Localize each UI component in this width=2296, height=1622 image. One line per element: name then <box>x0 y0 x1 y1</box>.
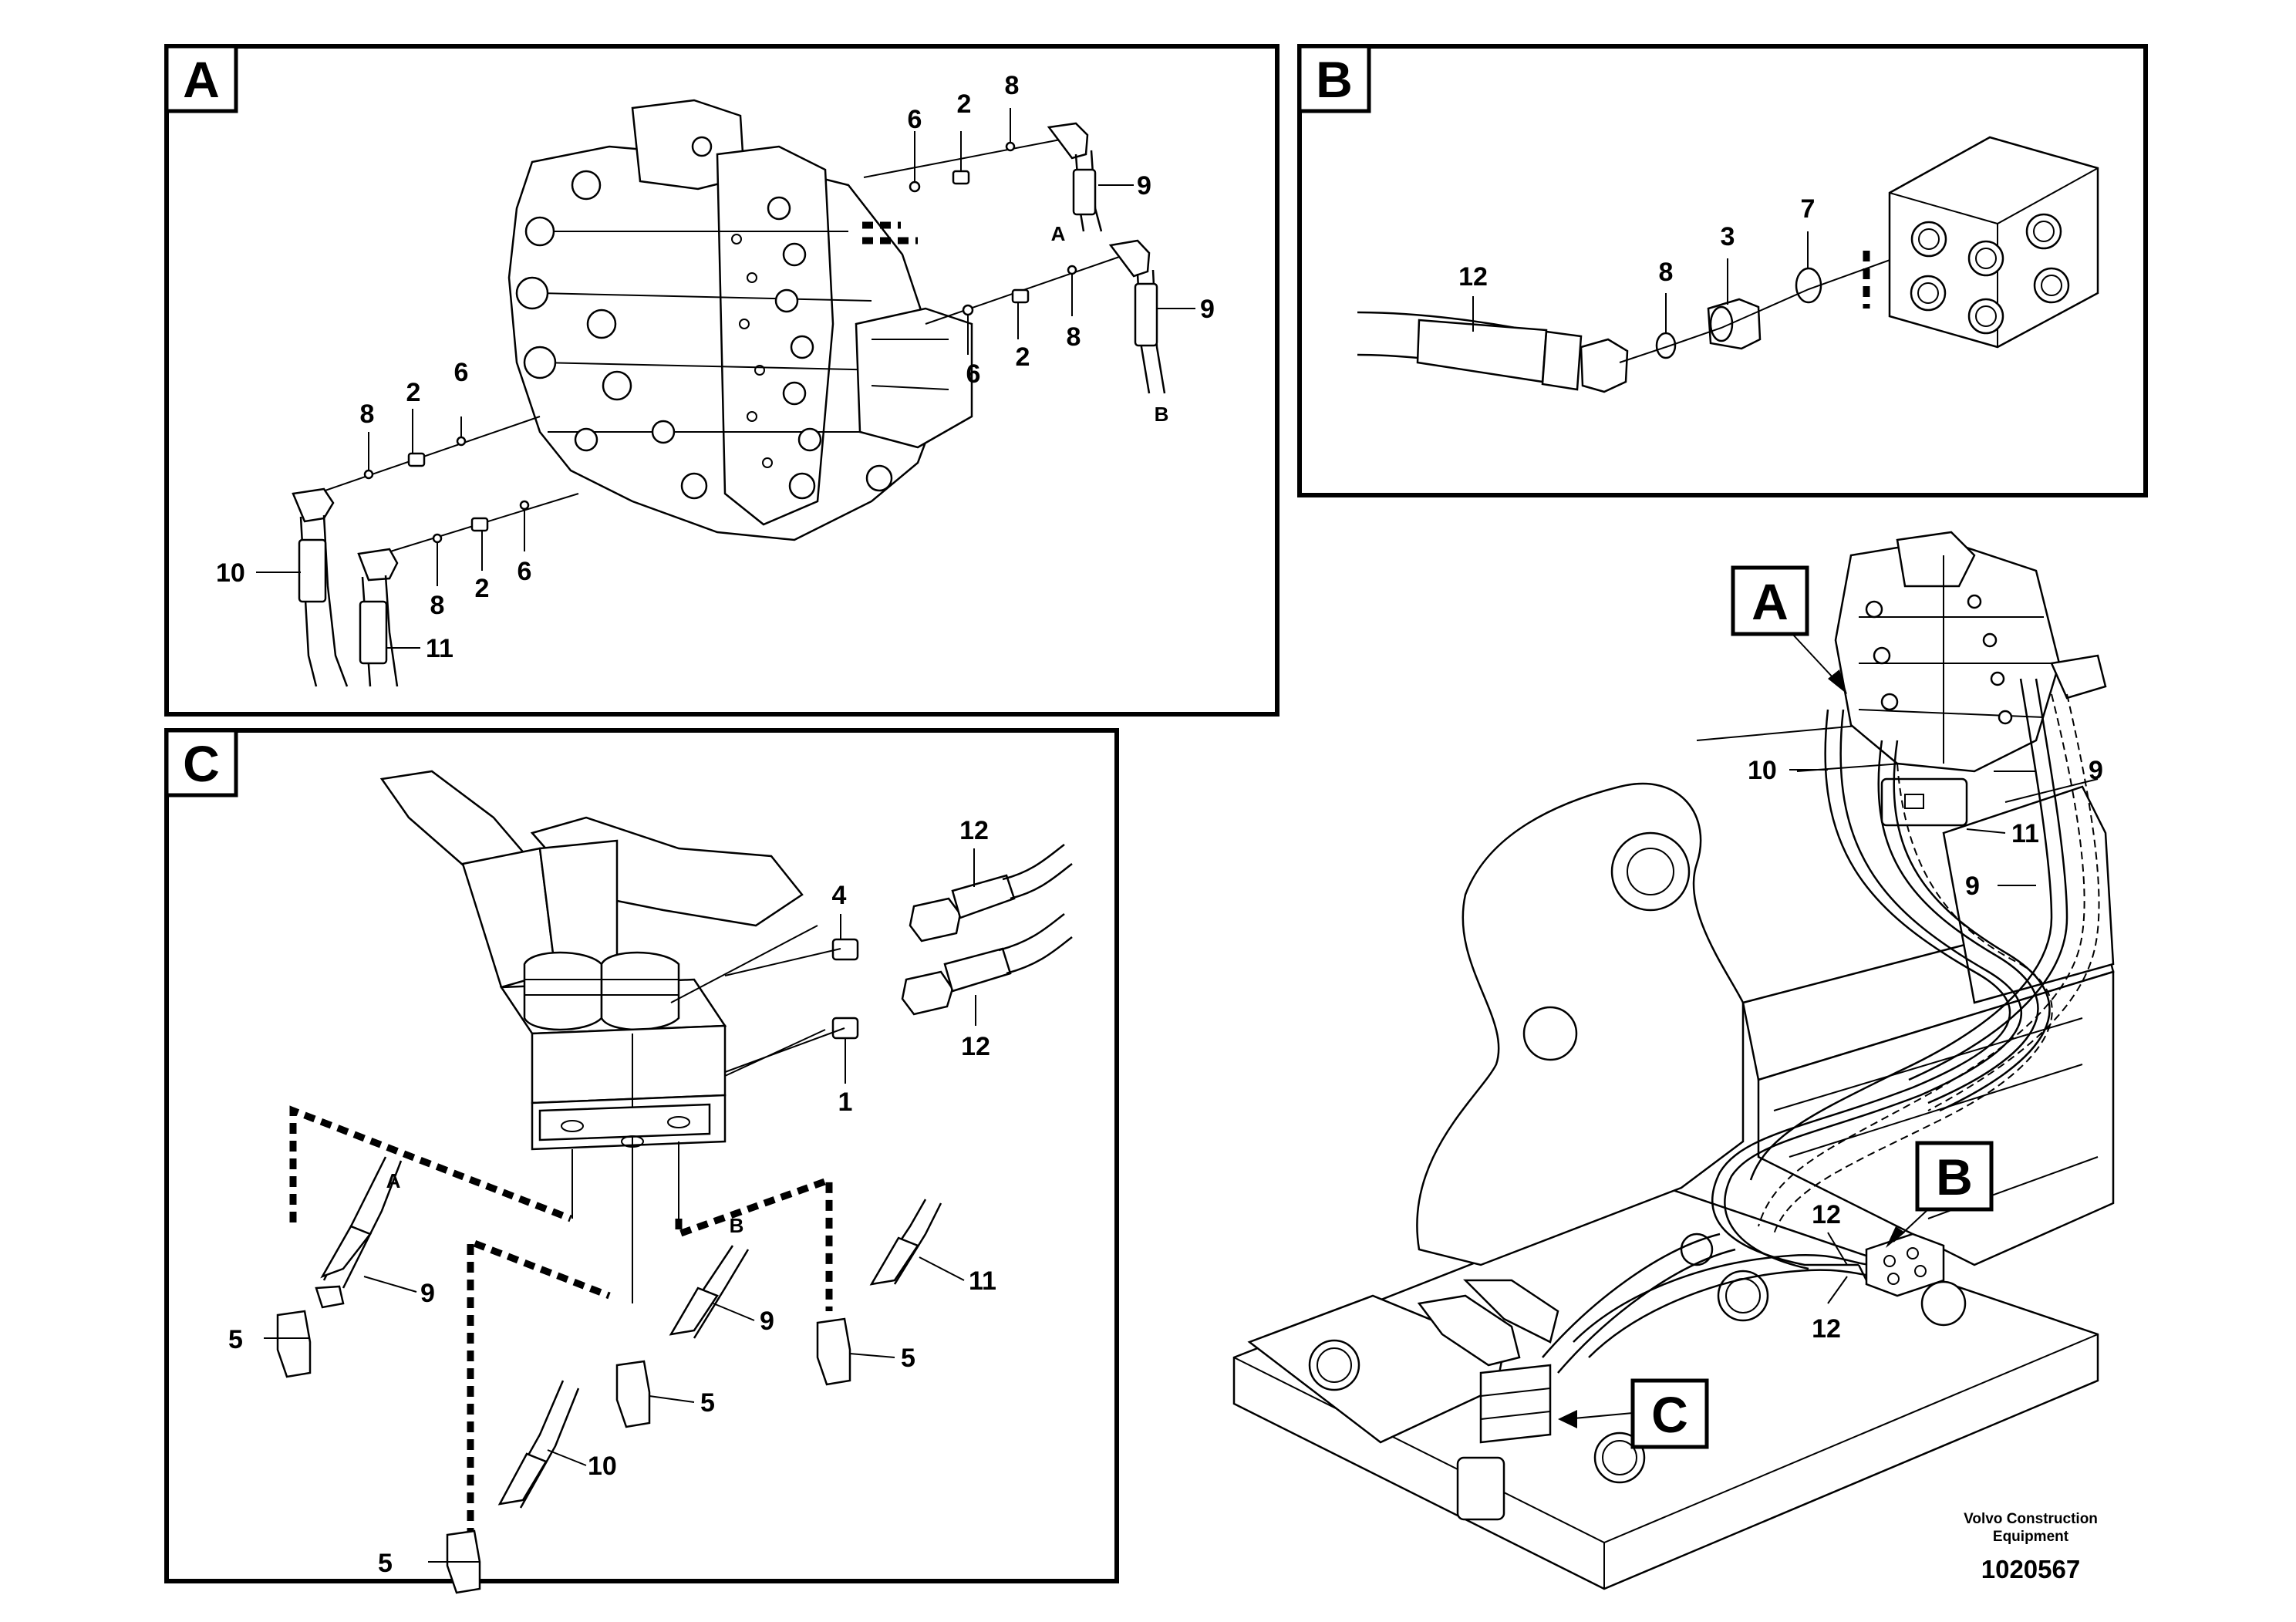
label-5: 5 <box>378 1549 393 1578</box>
overview-tag-b-box <box>1915 1141 1994 1212</box>
label-8: 8 <box>1005 71 1020 100</box>
label-7: 7 <box>1801 194 1816 224</box>
label-10: 10 <box>216 558 245 588</box>
control-valve-drawing <box>507 99 973 541</box>
panel-b: B 12 8 3 7 <box>1297 44 2148 497</box>
label-12: 12 <box>1812 1200 1841 1229</box>
label-8: 8 <box>430 591 445 620</box>
port-lines <box>571 1141 679 1303</box>
fitting-5-b <box>615 1245 750 1428</box>
panel-a-tag-box <box>164 44 238 113</box>
adapter-3 <box>1707 298 1762 350</box>
label-8: 8 <box>360 400 375 429</box>
label-6: 6 <box>966 359 981 389</box>
label-9: 9 <box>1137 171 1151 201</box>
label-6: 6 <box>454 358 469 387</box>
hose-12-upper <box>670 844 1073 1003</box>
dashed-route-b <box>675 1175 833 1311</box>
label-8: 8 <box>1659 258 1674 287</box>
label-9: 9 <box>2089 756 2103 785</box>
overview-control-valve <box>1834 531 2107 827</box>
hose-assembly-mid-right <box>925 239 1166 394</box>
overview-pedal-valve <box>1417 1279 1559 1444</box>
label-12: 12 <box>961 1032 990 1061</box>
label-1: 1 <box>838 1088 853 1117</box>
hose-12-drawing <box>1357 311 1629 393</box>
assembly-axis <box>1619 254 1906 363</box>
label-2: 2 <box>1016 342 1030 372</box>
hose-assembly-upper <box>863 122 1103 232</box>
panel-a-tag: A <box>183 51 220 108</box>
label-9: 9 <box>420 1279 435 1308</box>
label-2: 2 <box>406 378 421 407</box>
overview-tag-a-box <box>1731 565 1809 636</box>
hose-assembly-left-10 <box>292 416 541 687</box>
dashed-route-a <box>289 1105 572 1222</box>
label-9: 9 <box>1965 872 1980 901</box>
panel-c-frame <box>164 728 1119 1583</box>
fitting-5-c <box>816 1199 942 1386</box>
arrow-head <box>1886 1226 1905 1248</box>
label-12: 12 <box>959 816 989 845</box>
overview-valve-block-b <box>1865 1233 1945 1297</box>
fitting-5-a <box>276 1156 403 1378</box>
label-2: 2 <box>475 574 490 603</box>
hose-letter-b: B <box>730 1214 744 1237</box>
panel-a-frame <box>164 44 1279 717</box>
dashed-route-10 <box>467 1236 611 1539</box>
label-10: 10 <box>1748 756 1777 785</box>
overview-hose-bundle <box>1542 678 2100 1374</box>
label-6: 6 <box>518 557 532 586</box>
document-number: 1020567 <box>1981 1555 2080 1583</box>
credit-line-1: Volvo Construction <box>1964 1511 2098 1527</box>
label-4: 4 <box>832 881 847 910</box>
hose-letter-a: A <box>386 1169 401 1192</box>
overview-tag-a: A <box>1752 573 1789 630</box>
panel-a: A <box>164 44 1279 717</box>
assembly-axis <box>724 948 845 1073</box>
hose-assembly-left-11 <box>357 493 579 687</box>
label-5: 5 <box>700 1388 715 1418</box>
panel-c-tag: C <box>183 735 220 792</box>
label-9: 9 <box>1200 295 1215 324</box>
label-11: 11 <box>969 1266 996 1296</box>
panel-b-frame <box>1297 44 2148 497</box>
arrow-head <box>1558 1410 1577 1428</box>
label-3: 3 <box>1721 222 1735 251</box>
boom-mount <box>1416 782 1745 1266</box>
overview-drawing: A B C 10 9 11 9 12 12 <box>1232 531 2115 1590</box>
panel-b-tag: B <box>1316 51 1353 108</box>
label-9: 9 <box>760 1307 774 1336</box>
overview-tag-a-pointer <box>1792 633 1835 679</box>
arrow-head <box>1828 669 1847 694</box>
label-5: 5 <box>901 1344 915 1373</box>
hose-letter-b: B <box>1155 403 1169 426</box>
label-2: 2 <box>957 89 972 119</box>
hose-letter-a: A <box>1051 222 1066 245</box>
label-11: 11 <box>426 634 453 663</box>
access-cover <box>1456 1456 1505 1521</box>
label-5: 5 <box>228 1325 243 1354</box>
label-12: 12 <box>1812 1314 1841 1344</box>
valve-block-drawing <box>1888 136 2099 349</box>
panel-c-tag-box <box>164 728 238 798</box>
label-6: 6 <box>908 105 922 134</box>
hose-12-lower <box>724 913 1073 1077</box>
overview-tag-c: C <box>1651 1386 1688 1443</box>
label-12: 12 <box>1458 262 1488 292</box>
credit-line-2: Equipment <box>1993 1529 2069 1545</box>
label-8: 8 <box>1067 322 1081 352</box>
overview-tag-b: B <box>1936 1148 1973 1206</box>
label-10: 10 <box>588 1452 617 1481</box>
label-11: 11 <box>2011 819 2039 848</box>
travel-pedal-valve-drawing <box>379 770 804 1151</box>
panel-c: C <box>164 728 1119 1594</box>
panel-b-tag-box <box>1297 44 1371 113</box>
footer: Volvo Construction Equipment 1020567 <box>1964 1511 2098 1583</box>
